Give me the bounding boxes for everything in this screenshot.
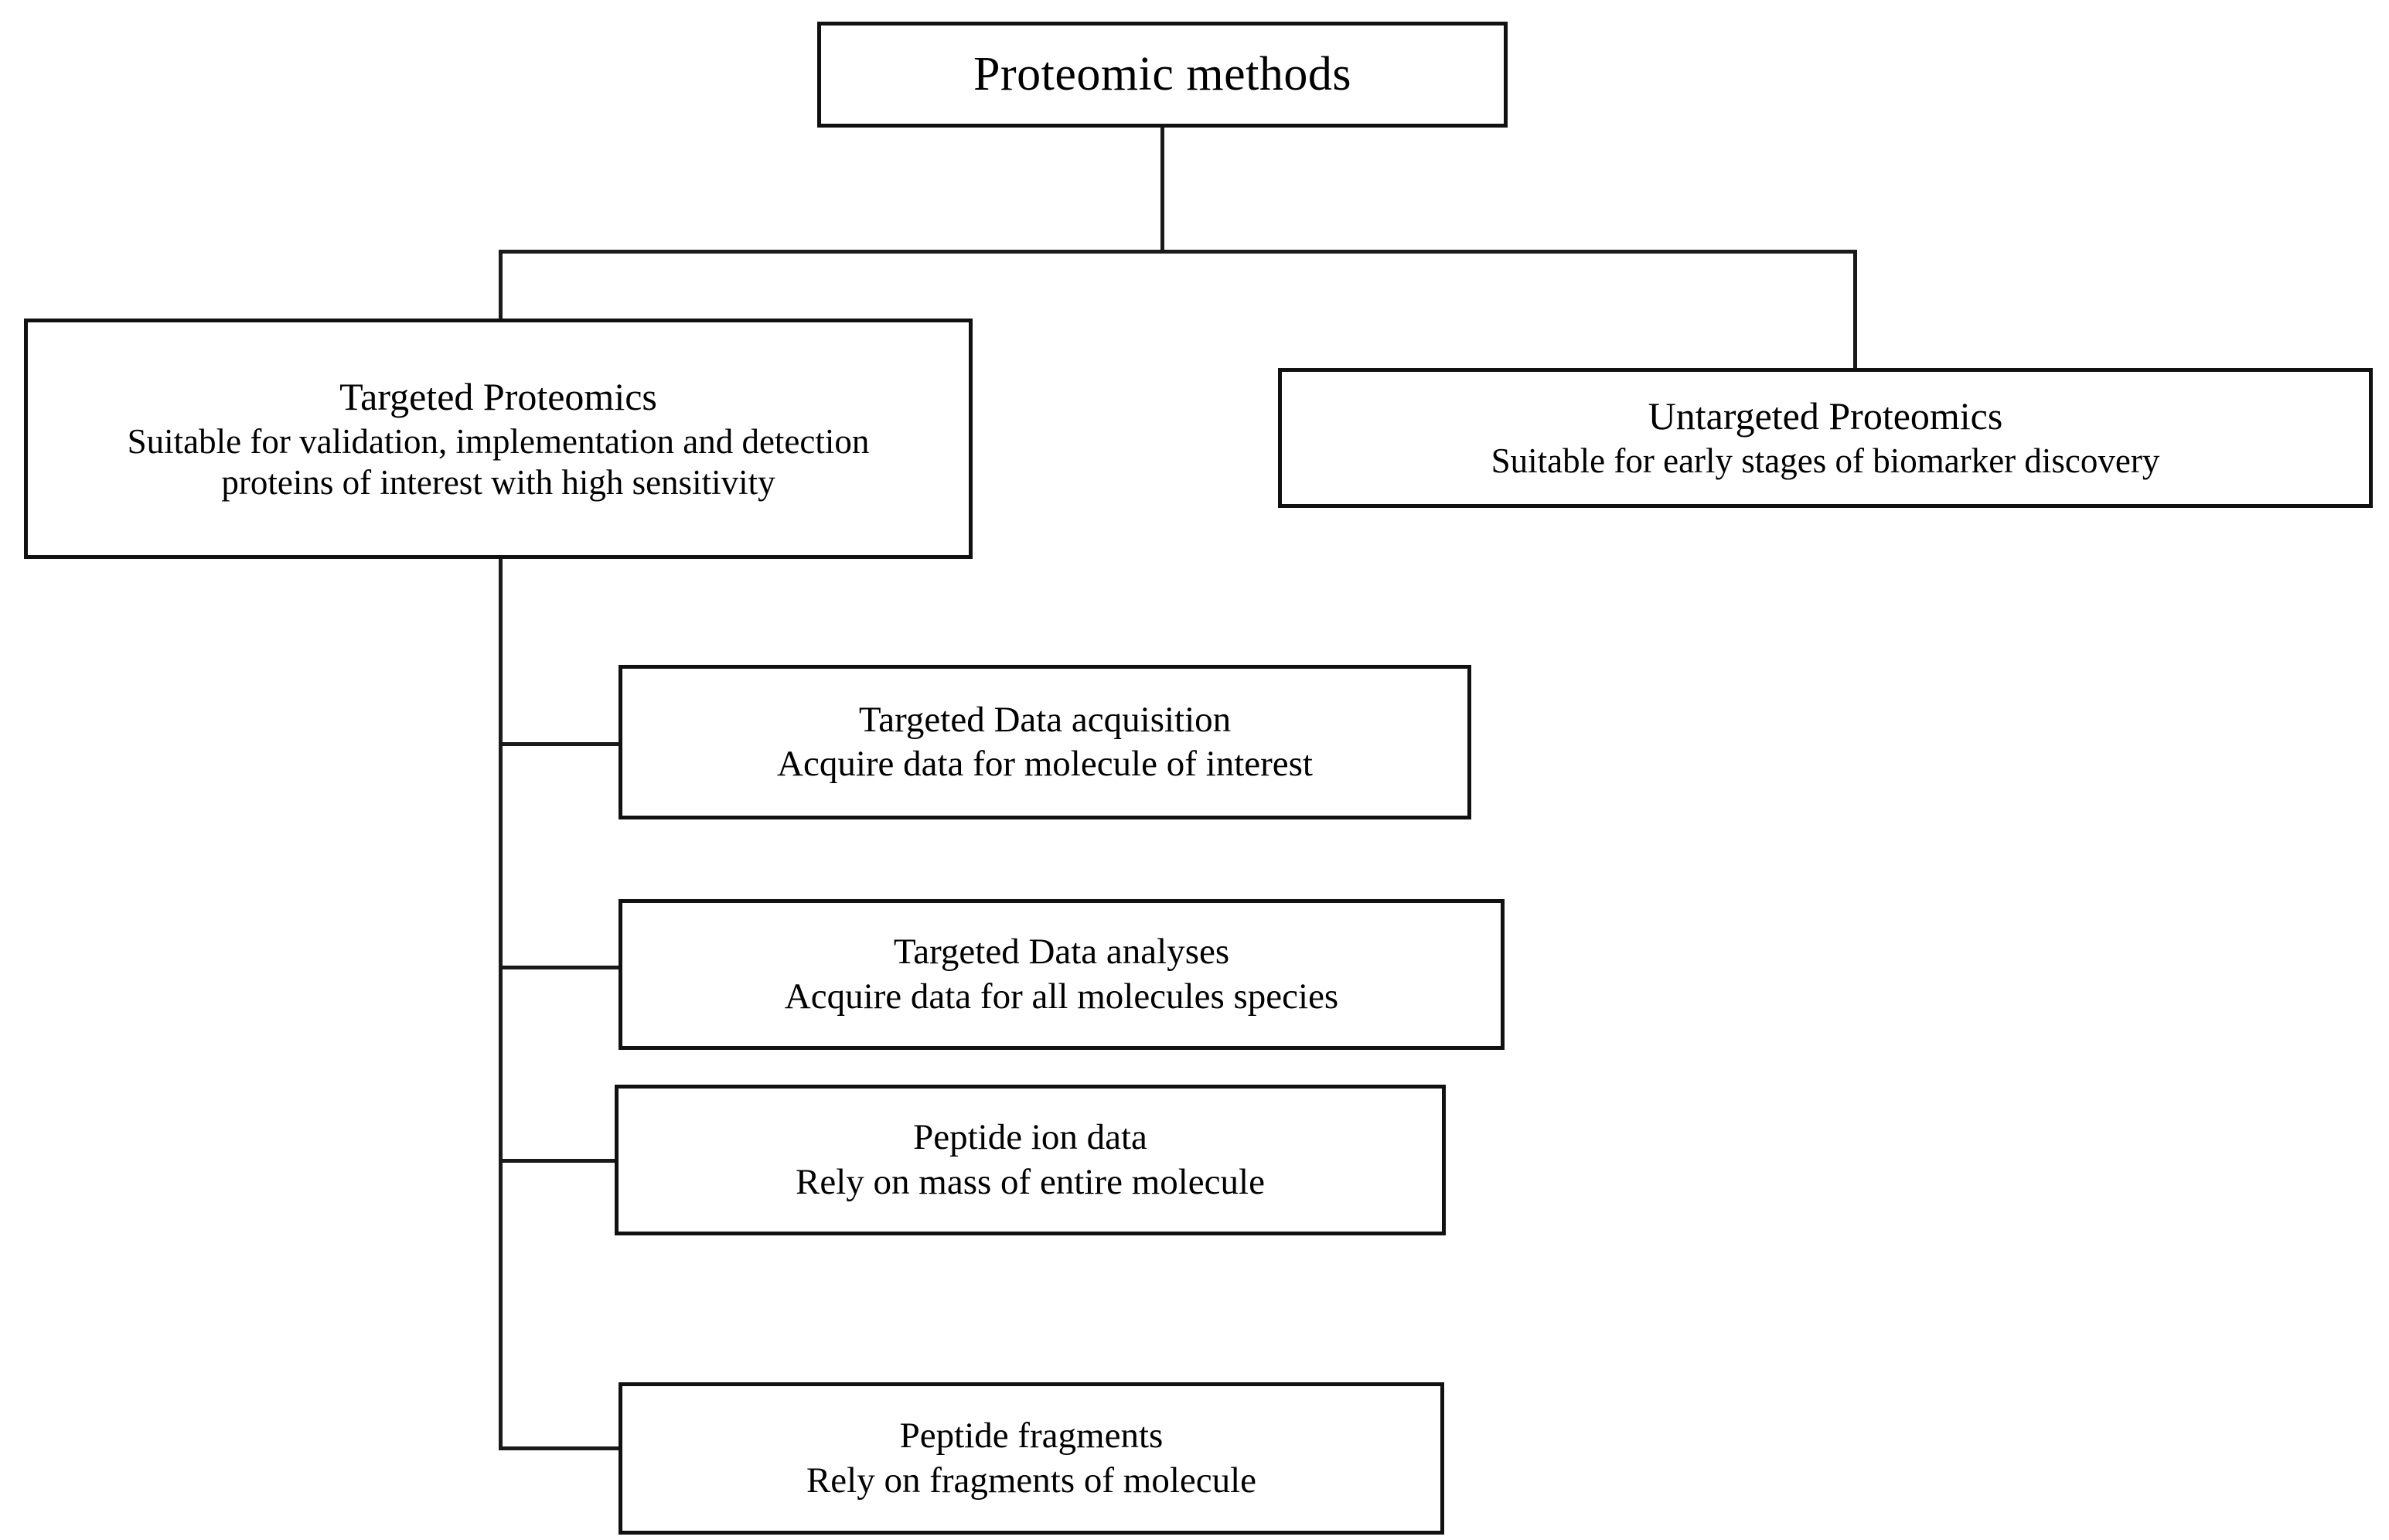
node-title: Targeted Proteomics: [339, 374, 657, 418]
connector-branch-1: [499, 742, 622, 746]
node-targeted-data-analyses[interactable]: Targeted Data analyses Acquire data for …: [619, 899, 1505, 1050]
node-title: Untargeted Proteomics: [1648, 394, 2003, 438]
node-description: Suitable for early stages of biomarker d…: [1491, 441, 2160, 481]
node-peptide-fragments[interactable]: Peptide fragments Rely on fragments of m…: [619, 1382, 1444, 1535]
connector-branch-3: [499, 1159, 619, 1163]
node-peptide-ion-data[interactable]: Peptide ion data Rely on mass of entire …: [615, 1085, 1446, 1235]
node-title: Targeted Data analyses: [893, 932, 1230, 973]
node-proteomic-methods[interactable]: Proteomic methods: [817, 22, 1508, 128]
node-description: Rely on fragments of molecule: [806, 1460, 1257, 1501]
connector-branch-4: [499, 1446, 622, 1450]
node-description: Rely on mass of entire molecule: [796, 1161, 1265, 1202]
connector-root-stem: [1160, 128, 1164, 254]
connector-targeted-spine: [499, 555, 503, 1450]
connector-to-untargeted: [1853, 250, 1857, 370]
node-targeted-proteomics[interactable]: Targeted Proteomics Suitable for validat…: [24, 319, 973, 559]
node-description: Acquire data for molecule of interest: [777, 744, 1313, 784]
connector-to-targeted: [499, 250, 503, 321]
node-untargeted-proteomics[interactable]: Untargeted Proteomics Suitable for early…: [1278, 368, 2373, 508]
node-title: Peptide ion data: [913, 1117, 1147, 1158]
node-targeted-data-acquisition[interactable]: Targeted Data acquisition Acquire data f…: [619, 665, 1471, 819]
node-description: Acquire data for all molecules species: [784, 976, 1339, 1017]
node-title: Targeted Data acquisition: [858, 699, 1232, 740]
node-title: Peptide fragments: [899, 1416, 1164, 1457]
connector-split-bar: [499, 250, 1857, 254]
node-description: Suitable for validation, implementation …: [127, 421, 870, 502]
node-title: Proteomic methods: [973, 47, 1351, 101]
connector-branch-2: [499, 966, 622, 969]
